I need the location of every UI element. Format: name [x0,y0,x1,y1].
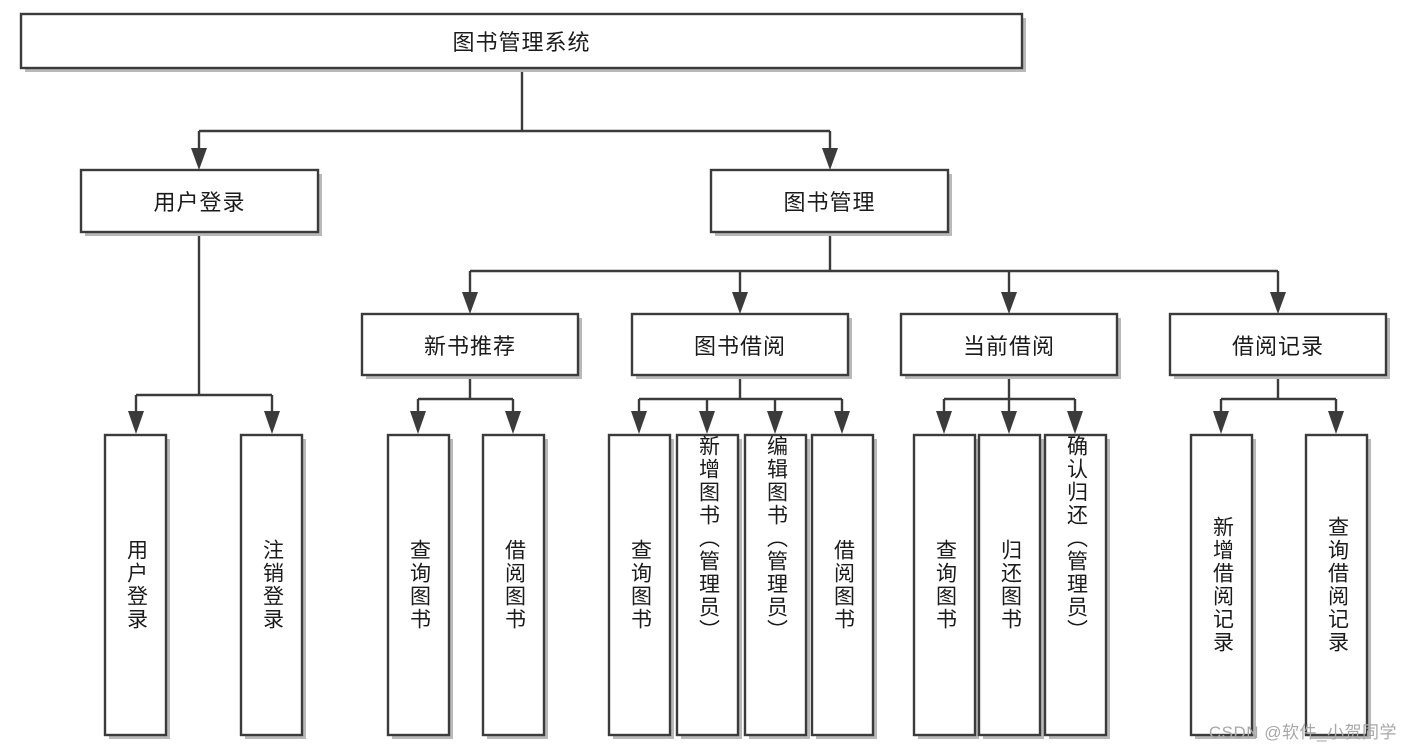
leaf-add-record-box[interactable] [1189,433,1254,737]
node-borrow-record-box[interactable] [1168,312,1388,377]
leaf-add-book-box[interactable] [675,433,740,737]
node-root-box[interactable] [19,12,1024,70]
arrowhead-leaf-query-book-3 [936,411,952,434]
node-user-login-box[interactable] [79,168,320,234]
arrowhead-leaf-user-login [128,411,144,434]
leaf-logout-login-box[interactable] [239,433,304,737]
arrowhead-book-manage [822,148,838,170]
arrowhead-leaf-query-record [1328,411,1344,434]
arrowhead-user-login [191,148,207,170]
arrowhead-book-borrow [732,292,748,314]
node-current-borrow-box[interactable] [899,312,1119,377]
node-book-manage-box[interactable] [709,168,950,234]
arrowhead-leaf-borrow-book-1 [505,411,521,434]
node-new-book-recommend-box[interactable] [360,312,580,377]
leaf-query-book-2-box[interactable] [607,433,672,737]
watermark-text: CSDN @软件_小贺同学 [1208,723,1397,742]
leaf-query-book-3-box[interactable] [912,433,977,737]
node-box-layer [19,12,1390,739]
leaf-edit-book-box[interactable] [743,433,808,737]
leaf-query-record-box[interactable] [1304,433,1369,737]
arrowhead-leaf-edit-book [767,411,783,434]
arrowhead-current-borrow [1001,292,1017,314]
arrowhead-leaf-add-book [699,411,715,434]
arrowhead-leaf-logout-login [264,411,280,434]
arrowhead-leaf-add-record [1213,411,1229,434]
arrowhead-leaf-confirm-return [1067,411,1083,434]
node-book-borrow-box[interactable] [630,312,850,377]
arrowhead-new-book-recommend [462,292,478,314]
leaf-borrow-book-1-box[interactable] [481,433,546,737]
connector-layer [128,68,1344,434]
arrowhead-leaf-borrow-book-2 [834,411,850,434]
leaf-user-login-box[interactable] [103,433,168,737]
leaf-confirm-return-box[interactable] [1043,433,1108,737]
arrowhead-leaf-query-book-2 [631,411,647,434]
arrowhead-leaf-query-book-1 [410,411,426,434]
leaf-query-book-1-box[interactable] [386,433,451,737]
leaf-return-book-box[interactable] [977,433,1042,737]
leaf-borrow-book-2-box[interactable] [810,433,875,737]
arrowhead-leaf-return-book [1001,411,1017,434]
arrowhead-borrow-record [1270,292,1286,314]
